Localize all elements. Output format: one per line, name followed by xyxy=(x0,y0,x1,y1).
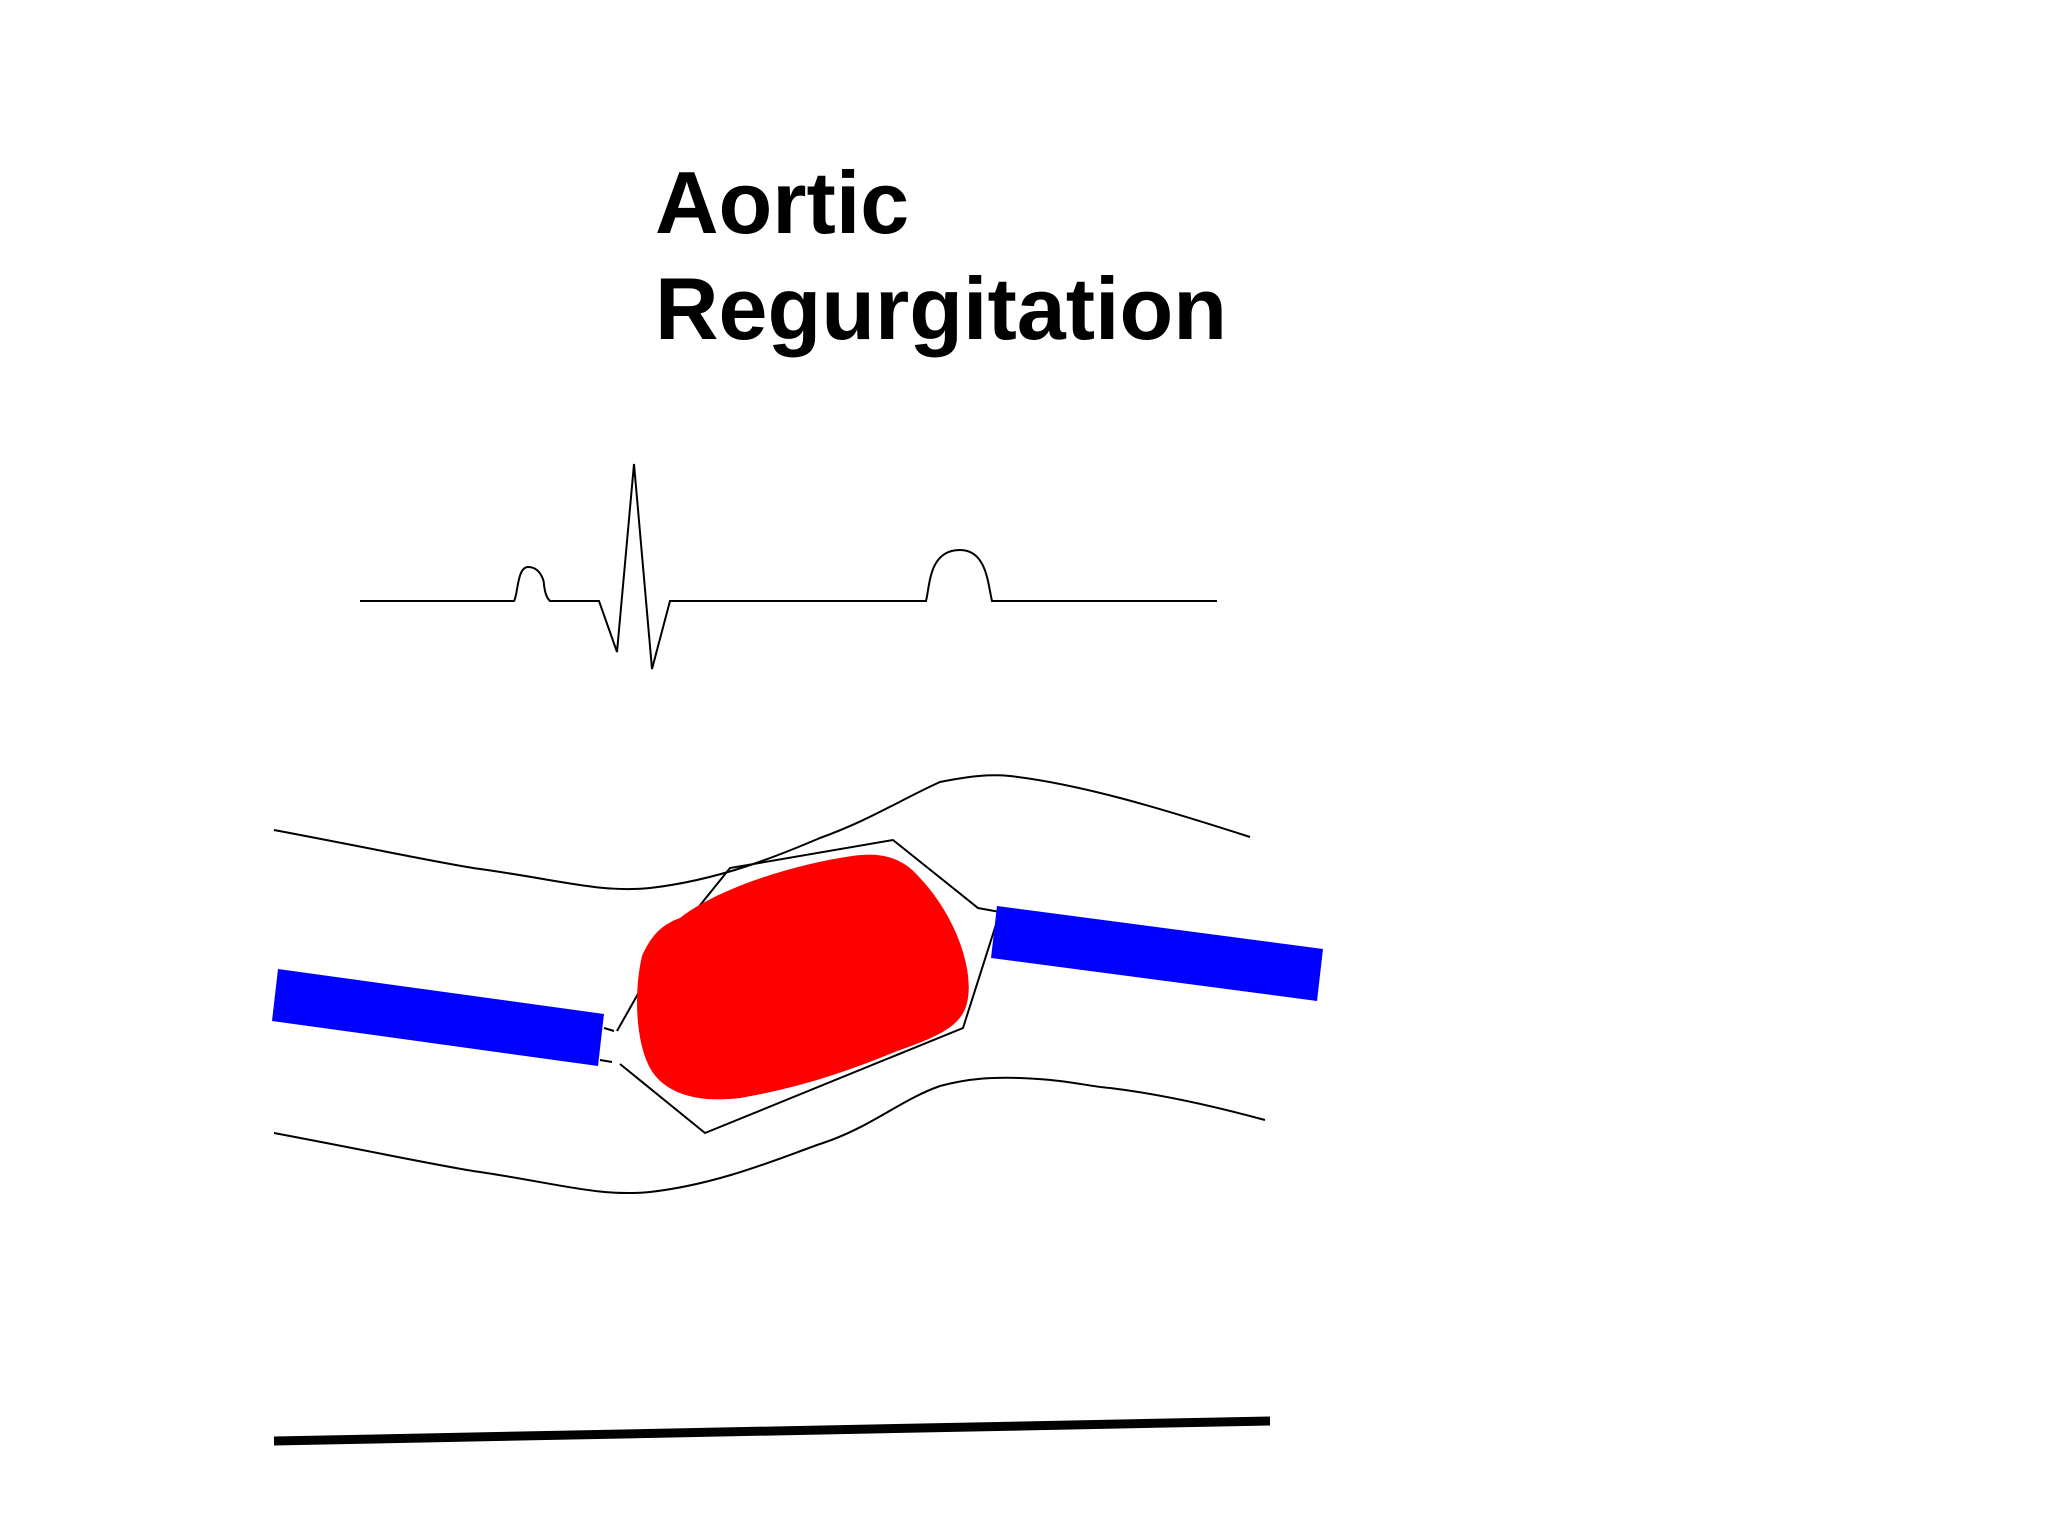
vessel-wall-upper xyxy=(273,774,1251,891)
baseline-bar xyxy=(273,1416,1271,1446)
ecg-trace xyxy=(360,463,1217,670)
vessel-wall-lower xyxy=(273,1076,1266,1195)
title-line-2: Regurgitation xyxy=(655,259,1227,358)
diagram-title: Aortic Regurgitation xyxy=(655,150,1227,362)
leaflet-left xyxy=(272,969,604,1066)
leaflet-connector-upper xyxy=(603,1027,615,1032)
title-line-1: Aortic xyxy=(655,153,910,252)
leaflet-right xyxy=(991,906,1323,1001)
leaflet-connector-lower xyxy=(599,1059,613,1063)
regurgitant-jet xyxy=(637,854,969,1100)
